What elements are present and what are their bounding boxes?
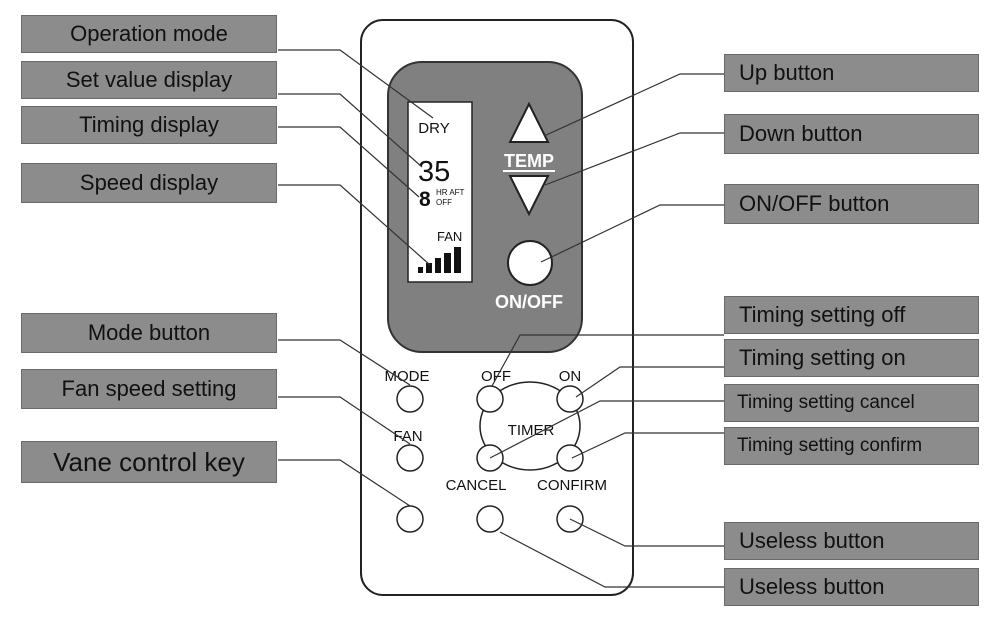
temp-label: TEMP (504, 151, 554, 171)
down-arrow-button[interactable] (508, 175, 550, 217)
leader-vane (278, 459, 411, 507)
timer-confirm-button[interactable] (556, 444, 584, 472)
leader-lines (278, 49, 724, 588)
timer-on-label: ON (559, 368, 582, 385)
leader-timer-off (491, 334, 724, 387)
leader-down (544, 132, 724, 186)
operation-mode-label: Operation mode (21, 15, 277, 53)
leader-timing-display (278, 126, 420, 198)
timer-group-outline (479, 381, 581, 471)
leader-onoff (540, 204, 724, 263)
lcd-timer-units-bottom: OFF (436, 198, 452, 207)
leader-fan-speed (278, 396, 411, 445)
lcd-mode-text: DRY (418, 120, 449, 137)
mode-button[interactable] (396, 385, 424, 413)
timing-setting-cancel-label: Timing setting cancel (724, 384, 979, 422)
confirm-button-label: CONFIRM (537, 477, 607, 494)
timer-label: TIMER (508, 422, 555, 439)
leader-timer-confirm (571, 432, 724, 459)
lcd-screen (407, 101, 473, 283)
down-button-label: Down button (724, 114, 979, 154)
vane-button[interactable] (396, 505, 424, 533)
leader-useless-1 (569, 518, 724, 547)
mode-button-label: MODE (385, 368, 430, 385)
timing-display-label: Timing display (21, 106, 277, 144)
fan-button[interactable] (396, 444, 424, 472)
leader-operation-mode (278, 49, 434, 119)
mode-button-callout: Mode button (21, 313, 277, 353)
leader-useless-2 (499, 531, 724, 588)
useless-button-1[interactable] (476, 505, 504, 533)
timing-setting-on-label: Timing setting on (724, 339, 979, 377)
useless-button-label-1: Useless button (724, 522, 979, 560)
up-button-label: Up button (724, 54, 979, 92)
leader-mode-button (278, 339, 411, 386)
lcd-timer-value: 8 (419, 188, 431, 211)
fan-speed-setting-label: Fan speed setting (21, 369, 277, 409)
fan-button-label: FAN (393, 428, 422, 445)
timing-setting-confirm-label: Timing setting confirm (724, 427, 979, 465)
lcd-timer-units-top: HR AFT (436, 188, 465, 197)
on-off-button[interactable] (507, 240, 553, 286)
leader-set-value (278, 93, 423, 168)
leader-speed-display (278, 184, 431, 266)
fan-speed-bars-icon (418, 247, 461, 273)
on-off-label: ON/OFF (495, 292, 563, 312)
vane-control-key-label: Vane control key (21, 441, 277, 483)
lcd-set-value-text: 35 (418, 156, 450, 188)
on-off-button-label: ON/OFF button (724, 184, 979, 224)
timer-off-label: OFF (481, 368, 511, 385)
leader-timer-on (575, 366, 724, 398)
up-arrow-button[interactable] (508, 101, 550, 143)
lcd-fan-label: FAN (437, 229, 462, 244)
speed-display-label: Speed display (21, 163, 277, 203)
timer-on-button[interactable] (556, 385, 584, 413)
timing-setting-off-label: Timing setting off (724, 296, 979, 334)
set-value-display-label: Set value display (21, 61, 277, 99)
timer-off-button[interactable] (476, 385, 504, 413)
leader-up (543, 73, 724, 137)
useless-button-label-2: Useless button (724, 568, 979, 606)
cancel-button-label: CANCEL (446, 477, 507, 494)
leader-timer-cancel (489, 400, 724, 459)
